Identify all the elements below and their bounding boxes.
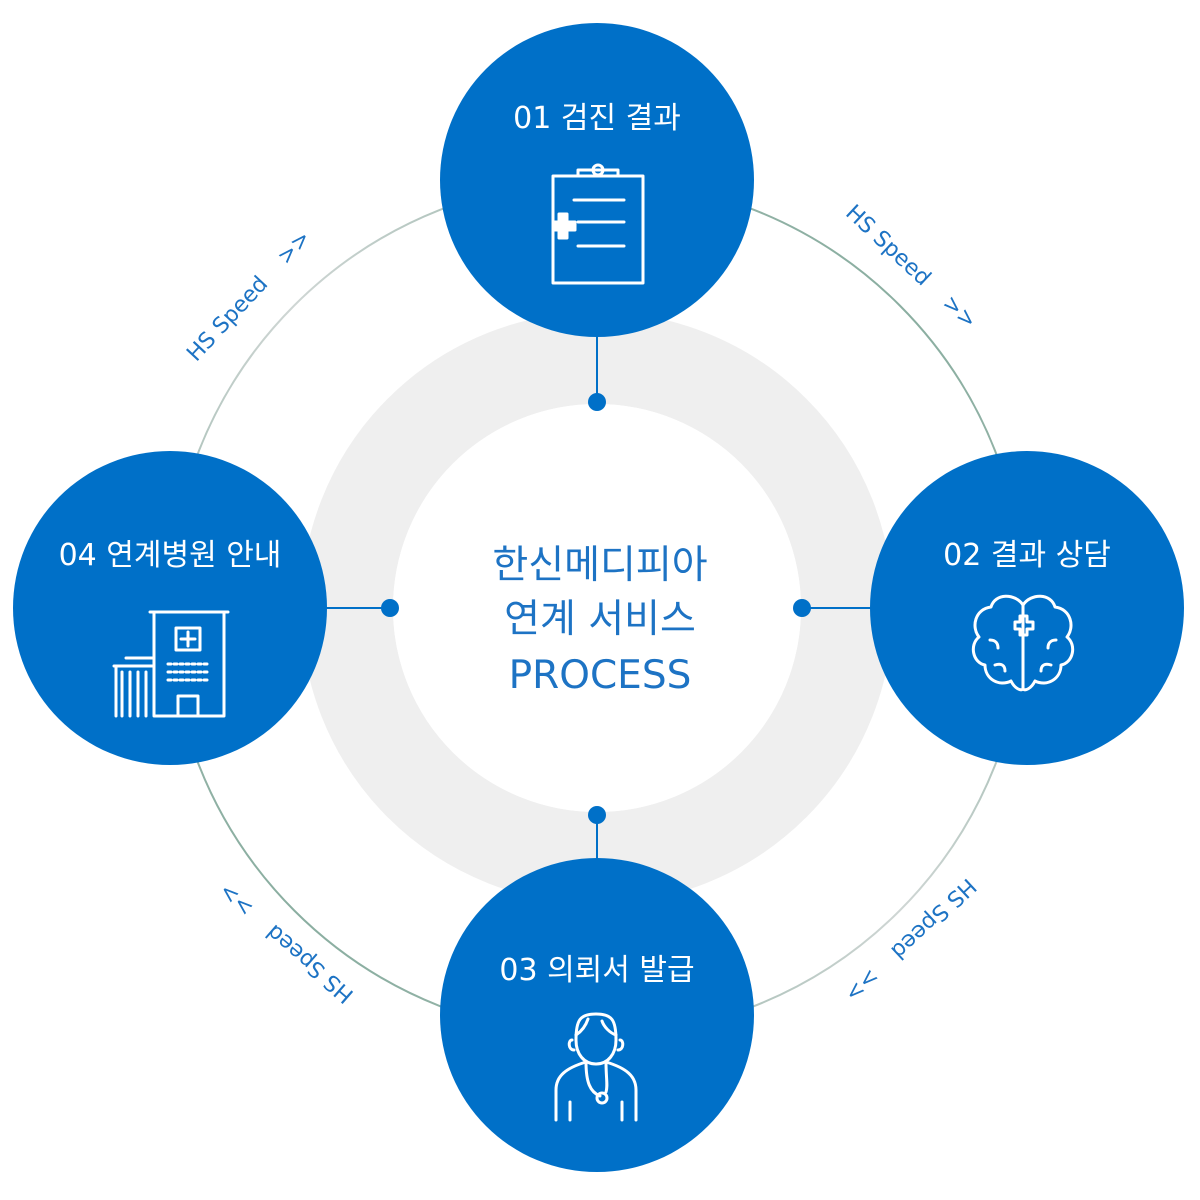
center-disc: [393, 404, 801, 812]
flow-label-bottom-left: HS Speed >>: [215, 878, 359, 1008]
step-03-referral: 03 의뢰서 발급: [440, 858, 754, 1172]
step-label: 01 검진 결과: [513, 101, 681, 136]
brain-medical-icon: [971, 594, 1075, 692]
connector-dot-right: [793, 599, 811, 617]
svg-text:HS Speed: HS Speed: [262, 919, 359, 1008]
flow-label-top-right: HS Speed >>: [840, 200, 981, 334]
step-02-consultation: 02 결과 상담: [870, 451, 1184, 765]
doctor-icon: [554, 1012, 638, 1122]
hospital-building-icon: [112, 610, 230, 718]
step-01-results: 01 검진 결과: [440, 23, 754, 337]
svg-text:>>: >>: [215, 878, 259, 921]
flow-label-top-left: HS Speed >>: [182, 226, 316, 367]
connector-dot-top: [588, 393, 606, 411]
center-title-line1: 한신메디피아: [492, 543, 707, 588]
step-label: 04 연계병원 안내: [59, 538, 282, 573]
step-04-hospital-guide: 04 연계병원 안내: [13, 451, 327, 765]
connector-dot-left: [381, 599, 399, 617]
svg-text:>>: >>: [937, 291, 981, 334]
svg-text:HS Speed: HS Speed: [886, 873, 981, 964]
step-label: 03 의뢰서 발급: [499, 953, 694, 988]
center-title-line2: 연계 서비스: [504, 597, 696, 642]
svg-text:HS Speed: HS Speed: [182, 272, 273, 367]
svg-text:>>: >>: [840, 963, 884, 1006]
svg-text:HS Speed: HS Speed: [840, 200, 935, 291]
step-label: 02 결과 상담: [943, 538, 1111, 573]
flow-label-bottom-right: HS Speed >>: [840, 873, 981, 1007]
center-title-line3: PROCESS: [509, 653, 692, 698]
clipboard-medical-icon: [551, 163, 645, 285]
svg-text:>>: >>: [273, 226, 316, 270]
connector-dot-bottom: [588, 806, 606, 824]
